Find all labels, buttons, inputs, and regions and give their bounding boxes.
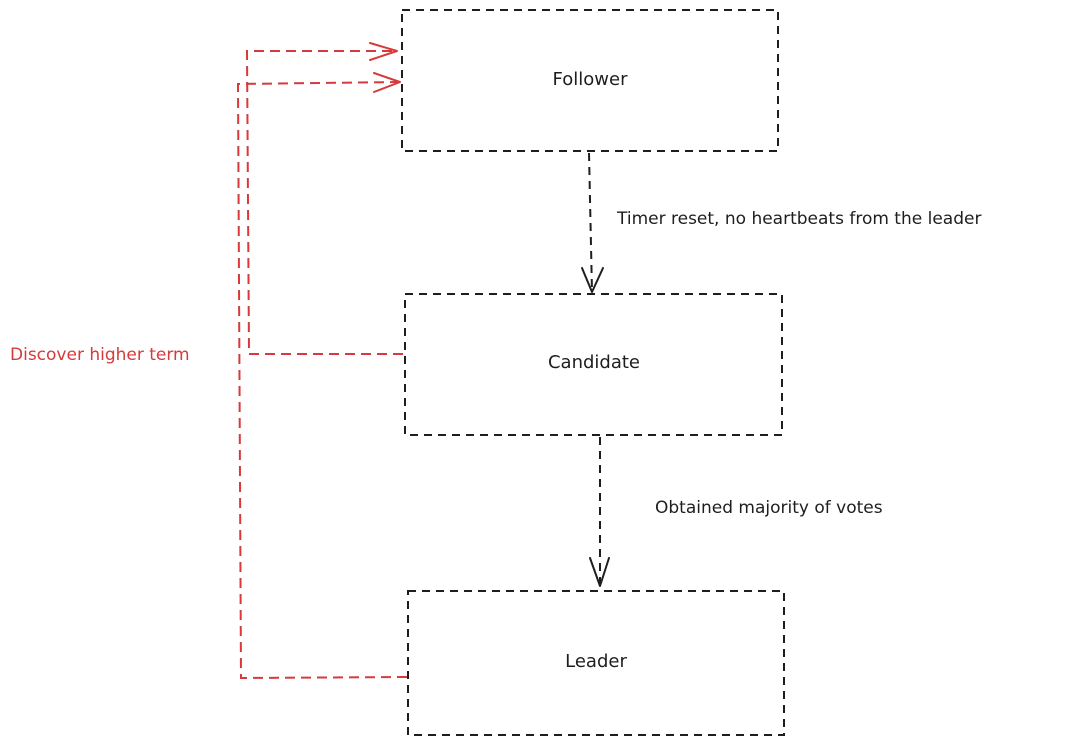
transition-label-timeout: Timer reset, no heartbeats from the lead… — [616, 209, 981, 229]
transition-label-majority: Obtained majority of votes — [655, 498, 883, 518]
edge-candidate-to-follower — [245, 42, 403, 355]
candidate-label: Candidate — [548, 352, 640, 373]
candidate-state: Candidate — [404, 293, 783, 436]
follower-state: Follower — [401, 9, 779, 152]
edge-candidate-to-leader: Obtained majority of votes — [589, 437, 883, 587]
edge-line — [588, 152, 593, 293]
leader-label: Leader — [565, 651, 627, 672]
follower-label: Follower — [553, 69, 629, 90]
candidate-box — [404, 293, 783, 436]
leader-box — [407, 590, 785, 736]
arrowhead-icon — [373, 72, 401, 93]
leader-state: Leader — [407, 590, 785, 736]
edge-follower-to-candidate: Timer reset, no heartbeats from the lead… — [581, 152, 981, 293]
arrowhead-icon — [589, 557, 610, 587]
transition-label-higher-term: Discover higher term — [10, 345, 190, 365]
edge-leader-to-follower — [236, 72, 408, 680]
edge-line — [236, 81, 408, 680]
edge-line — [245, 50, 403, 355]
arrowhead-icon — [369, 42, 398, 61]
arrowhead-icon — [581, 267, 604, 293]
follower-box — [401, 9, 779, 152]
